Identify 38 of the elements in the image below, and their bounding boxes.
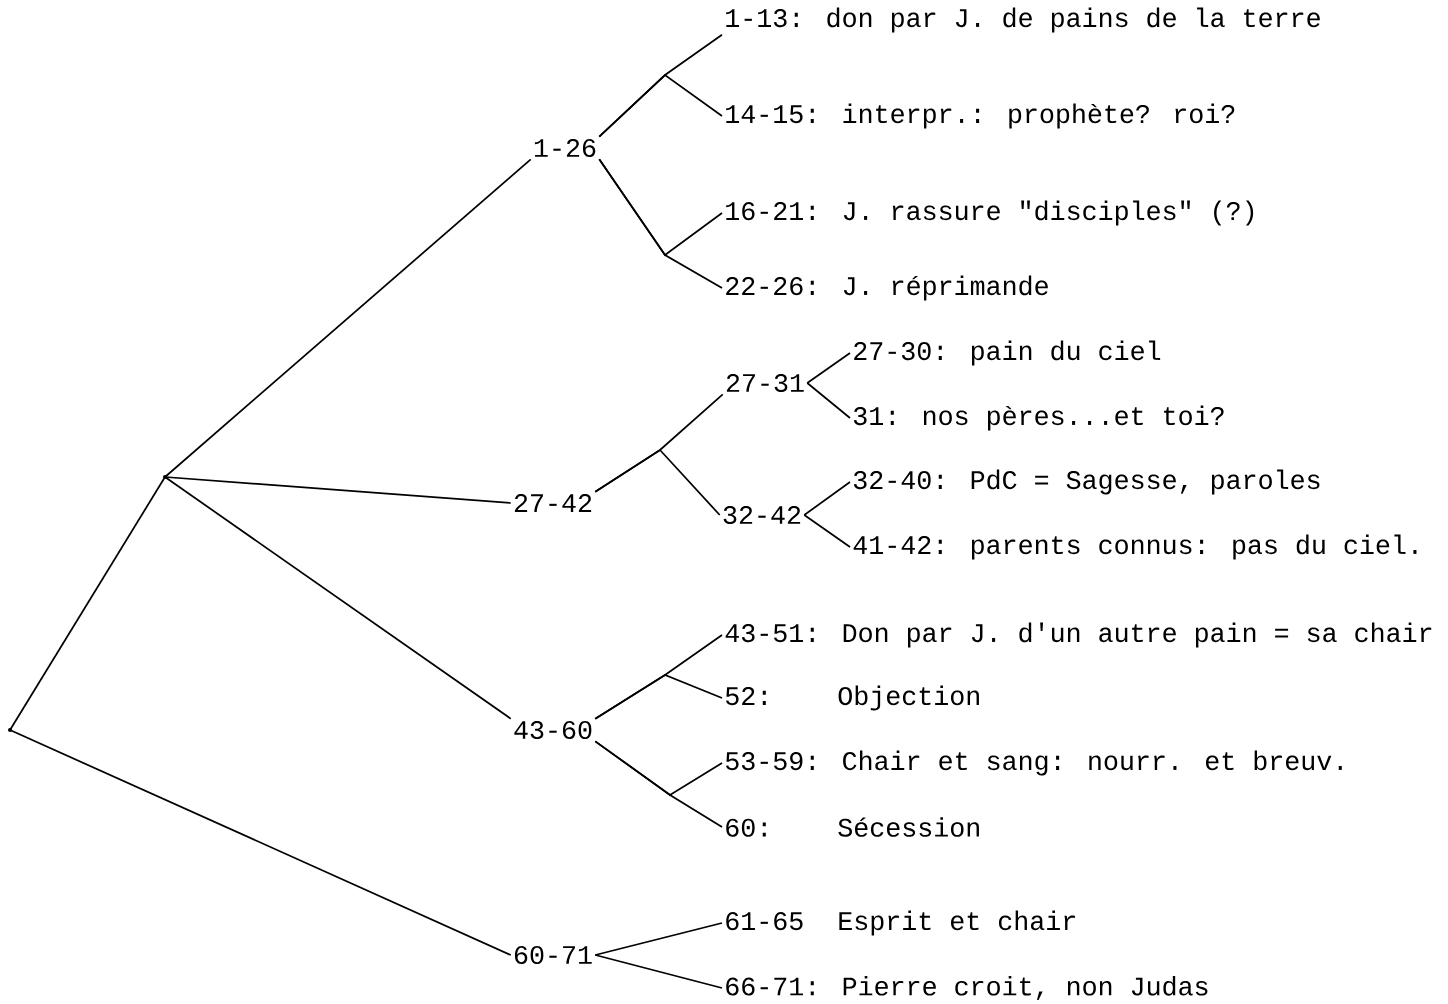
range-label: 27-42 xyxy=(514,494,592,512)
section-label: 52: Objection xyxy=(725,685,979,711)
branch-line xyxy=(806,382,851,419)
branch-line xyxy=(598,158,723,289)
section-label: 66-71: Pierre croit, non Judas xyxy=(726,976,1208,1001)
branch-line xyxy=(803,514,851,548)
branch-line xyxy=(9,729,512,956)
range-label: 43-60 xyxy=(514,720,592,740)
branch-point xyxy=(163,475,167,479)
section-label: 14-15: interpr.: prophète? roi? xyxy=(726,103,1235,129)
branch-line xyxy=(806,352,851,384)
range-label: 32-42 xyxy=(723,505,801,525)
section-label: 61-65 Esprit et chair xyxy=(726,910,1075,936)
section-label: 43-51: Don par J. d'un autre pain = sa chair xyxy=(725,622,1432,648)
section-label: 22-26: J. réprimande xyxy=(726,275,1048,301)
section-label: 27-30: pain du ciel xyxy=(854,340,1161,366)
branch-line xyxy=(594,922,723,956)
branch-line xyxy=(598,73,723,138)
branch-line xyxy=(594,674,723,720)
section-label: 41-42: parents connus: pas du ciel. xyxy=(853,534,1417,560)
section-label: 32-40: PdC = Sagesse, paroles xyxy=(853,469,1320,495)
branch-line xyxy=(594,448,721,516)
range-label: 60-71 xyxy=(514,945,592,965)
branch-line xyxy=(594,954,723,989)
section-label: 1-13: don par J. de pains de la terre xyxy=(726,7,1320,33)
branch-line xyxy=(9,476,166,731)
section-label: 31: nos pères...et toi? xyxy=(853,405,1224,431)
branch-line xyxy=(594,740,723,828)
section-label: 53-59: Chair et sang: nourr. et breuv. xyxy=(725,750,1342,776)
branch-line xyxy=(164,476,512,504)
range-label: 27-31 xyxy=(726,373,804,393)
range-label: 1-26 xyxy=(534,138,596,158)
branch-line xyxy=(164,158,532,478)
section-label: 60: Sécession xyxy=(726,817,979,837)
branch-line xyxy=(803,481,851,516)
branch-point xyxy=(8,728,12,732)
section-label: 16-21: J. rassure "disciples" (?) xyxy=(726,200,1254,226)
branch-line xyxy=(164,476,512,720)
